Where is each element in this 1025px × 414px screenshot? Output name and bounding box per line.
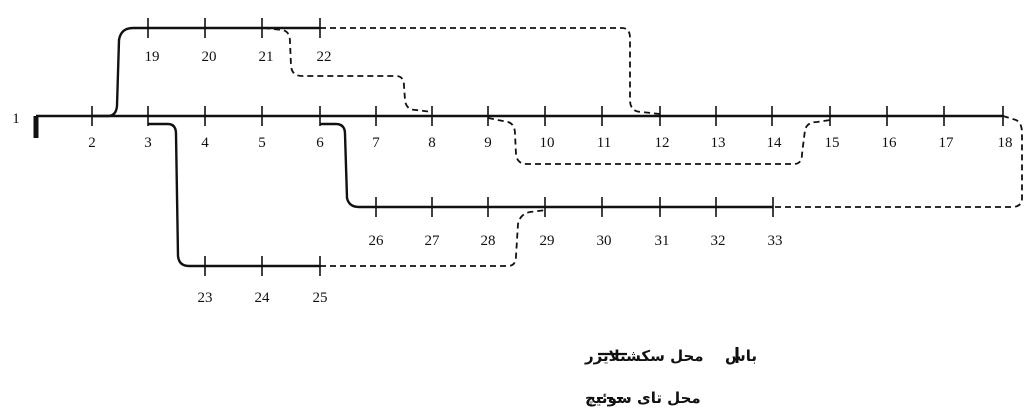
lateral-19-22 bbox=[92, 26, 320, 118]
bus-label-22: 22 bbox=[317, 49, 332, 65]
main-feeder bbox=[33, 114, 1003, 138]
bus-label-15: 15 bbox=[825, 135, 840, 151]
bus-label-23: 23 bbox=[198, 290, 213, 306]
lateral-26-33 bbox=[320, 122, 773, 209]
tie-switch-25-29 bbox=[320, 209, 547, 267]
bus-label-5: 5 bbox=[258, 135, 266, 151]
bus-label-9: 9 bbox=[484, 135, 492, 151]
bus-label-26: 26 bbox=[369, 233, 385, 249]
tie-switch-lines bbox=[263, 27, 1023, 267]
bus-label-13: 13 bbox=[711, 135, 726, 151]
bus-label-8: 8 bbox=[428, 135, 436, 151]
bus-label-16: 16 bbox=[882, 135, 898, 151]
bus-label-19: 19 bbox=[145, 49, 160, 65]
bus-label-24: 24 bbox=[255, 290, 271, 306]
bus-label-14: 14 bbox=[767, 135, 783, 151]
bus-label-32: 32 bbox=[711, 233, 726, 249]
bus-label-17: 17 bbox=[939, 135, 955, 151]
bus-label-2: 2 bbox=[88, 135, 96, 151]
legend-bus-label: باس bbox=[725, 347, 757, 365]
bus-label-11: 11 bbox=[597, 135, 611, 151]
bus-label-18: 18 bbox=[998, 135, 1013, 151]
legend-sectionalizer-label: محل سکشنلایزر bbox=[584, 347, 704, 365]
bus-label-4: 4 bbox=[201, 135, 209, 151]
bus-label-10: 10 bbox=[540, 135, 555, 151]
legend-tie-switch-label: محل تای سوئیچ bbox=[585, 389, 701, 407]
tie-switch-9-15 bbox=[487, 117, 831, 165]
bus-label-27: 27 bbox=[425, 233, 441, 249]
bus-label-1: 1 bbox=[12, 111, 20, 127]
bus-label-30: 30 bbox=[597, 233, 612, 249]
bus-label-29: 29 bbox=[540, 233, 555, 249]
bus-label-31: 31 bbox=[655, 233, 670, 249]
tie-switch-21-8 bbox=[263, 27, 433, 113]
lateral-23-25 bbox=[148, 122, 320, 268]
bus-label-20: 20 bbox=[202, 49, 217, 65]
bus-label-12: 12 bbox=[655, 135, 670, 151]
legend: باس محل سکشنلایزر محل تای سوئیچ bbox=[584, 347, 757, 407]
bus-label-25: 25 bbox=[313, 290, 328, 306]
bus-label-6: 6 bbox=[316, 135, 324, 151]
bus-label-7: 7 bbox=[372, 135, 380, 151]
bus-ticks bbox=[91, 18, 1004, 276]
bus-label-21: 21 bbox=[259, 49, 274, 65]
bus-label-3: 3 bbox=[144, 135, 152, 151]
tie-switch-18-33 bbox=[773, 115, 1023, 208]
tie-switch-22-12 bbox=[320, 27, 661, 115]
bus-label-28: 28 bbox=[481, 233, 496, 249]
bus-label-33: 33 bbox=[768, 233, 783, 249]
